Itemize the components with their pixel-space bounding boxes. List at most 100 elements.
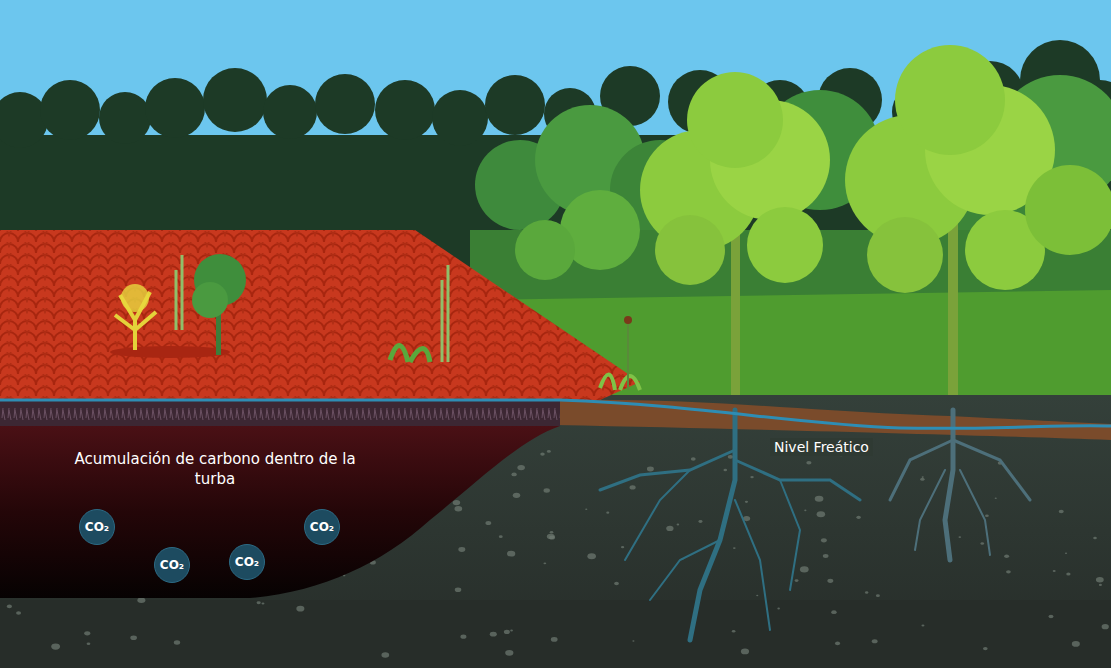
background-treeline bbox=[0, 40, 1111, 405]
pebble bbox=[831, 610, 837, 614]
tree-roots bbox=[600, 410, 1030, 640]
pebble bbox=[732, 630, 736, 633]
pebble bbox=[84, 631, 90, 635]
pebble bbox=[630, 485, 636, 489]
pebble bbox=[815, 496, 824, 502]
water-table-label: Nivel Freático bbox=[770, 438, 873, 456]
pebble bbox=[296, 606, 304, 612]
pebble bbox=[585, 509, 587, 511]
pebble bbox=[804, 510, 806, 512]
pebble bbox=[490, 632, 497, 637]
pebble bbox=[458, 547, 465, 552]
pebble bbox=[1072, 641, 1080, 647]
pebble bbox=[745, 501, 748, 503]
pebble bbox=[510, 629, 513, 631]
pebble bbox=[517, 465, 525, 470]
pebble bbox=[698, 520, 702, 523]
pebble bbox=[499, 535, 503, 538]
pebble bbox=[454, 506, 462, 511]
pebble bbox=[922, 476, 924, 478]
pebble bbox=[741, 649, 749, 655]
pebble bbox=[806, 461, 811, 465]
pebble bbox=[1066, 573, 1070, 576]
pebble bbox=[7, 605, 12, 609]
pebble bbox=[511, 473, 516, 477]
pebble bbox=[262, 602, 265, 604]
pebble bbox=[453, 500, 460, 505]
pebble bbox=[1096, 577, 1104, 582]
pebble bbox=[750, 476, 753, 478]
pebble bbox=[795, 579, 799, 582]
pebble bbox=[551, 637, 558, 642]
pebble bbox=[606, 512, 609, 514]
pebble bbox=[995, 497, 997, 499]
pebble bbox=[513, 493, 520, 498]
co2-label: CO₂ bbox=[160, 558, 184, 572]
pebble bbox=[983, 647, 988, 650]
pebble bbox=[1065, 552, 1067, 554]
pebble bbox=[920, 478, 924, 481]
pebble bbox=[257, 601, 261, 604]
pebble bbox=[728, 455, 733, 459]
pebble bbox=[835, 642, 840, 646]
drained-peat-field bbox=[0, 230, 640, 400]
subsoil bbox=[0, 600, 1111, 668]
co2-bubble: CO₂ bbox=[79, 509, 115, 545]
pebble bbox=[985, 514, 989, 517]
pebble bbox=[959, 536, 962, 538]
peat-outline bbox=[0, 400, 570, 600]
ground bbox=[0, 395, 1111, 668]
pebble bbox=[856, 516, 860, 519]
co2-label: CO₂ bbox=[85, 520, 109, 534]
pebble bbox=[87, 642, 91, 645]
pebble bbox=[872, 639, 878, 643]
pebble bbox=[1099, 584, 1102, 586]
pebble bbox=[485, 521, 491, 525]
pebble bbox=[647, 467, 654, 472]
pebble bbox=[677, 524, 680, 526]
pebble bbox=[821, 538, 827, 542]
pebble bbox=[51, 644, 60, 650]
pebble bbox=[1093, 537, 1097, 540]
pebble bbox=[1004, 554, 1009, 557]
pebble bbox=[130, 635, 137, 640]
pebble bbox=[1049, 615, 1054, 618]
pebble bbox=[547, 534, 555, 540]
pebble bbox=[827, 579, 833, 583]
pebble bbox=[455, 588, 462, 593]
pebble bbox=[724, 469, 728, 471]
pebble bbox=[777, 608, 780, 610]
pebble bbox=[817, 511, 826, 517]
water-table-line bbox=[0, 400, 1111, 428]
peat-region: Acumulación de carbono dentro de la turb… bbox=[0, 400, 570, 600]
pebble bbox=[876, 594, 880, 597]
pebble bbox=[1059, 510, 1064, 514]
pebble bbox=[505, 650, 513, 656]
pebble bbox=[632, 640, 634, 641]
pebble bbox=[507, 551, 515, 557]
pebble bbox=[16, 611, 21, 615]
pebble bbox=[980, 542, 984, 545]
pebble bbox=[549, 535, 555, 539]
pebble bbox=[460, 635, 466, 639]
pebble bbox=[800, 566, 809, 572]
foreground-trees bbox=[515, 45, 1111, 410]
pebble bbox=[137, 597, 145, 603]
peat-body bbox=[0, 426, 560, 598]
co2-label: CO₂ bbox=[235, 555, 259, 569]
pebble bbox=[614, 582, 619, 585]
co2-label: CO₂ bbox=[310, 520, 334, 534]
pebble bbox=[540, 453, 544, 456]
pebble bbox=[381, 652, 389, 657]
pebble bbox=[550, 531, 554, 534]
co2-bubble: CO₂ bbox=[229, 544, 265, 580]
pebble bbox=[504, 630, 510, 634]
pebble bbox=[543, 562, 546, 564]
pebble bbox=[756, 595, 758, 596]
pebble bbox=[823, 554, 829, 558]
pebble bbox=[1102, 624, 1109, 629]
pebble bbox=[544, 488, 550, 492]
